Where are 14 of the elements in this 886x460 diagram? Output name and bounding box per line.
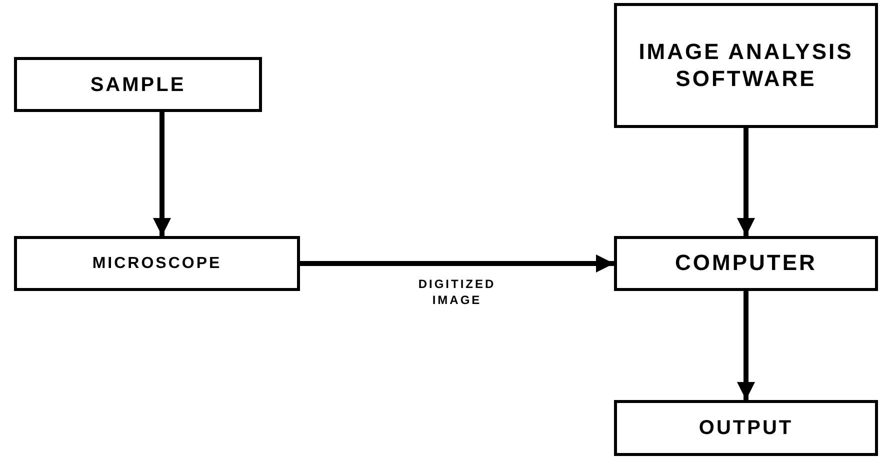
box-label: SAMPLE [90, 72, 186, 96]
arrow [737, 128, 755, 236]
process-box [614, 3, 878, 128]
box-label: MICROSCOPE [92, 254, 222, 274]
box-label: OUTPUT [698, 416, 794, 440]
process-box [614, 400, 878, 456]
arrow [300, 254, 614, 272]
box-label: IMAGE ANALYSIS SOFTWARE [638, 39, 854, 92]
arrow [153, 112, 171, 236]
process-box [14, 57, 262, 112]
arrow [737, 291, 755, 400]
box-label: COMPUTER [675, 250, 817, 277]
process-box [14, 236, 300, 291]
process-box [614, 236, 878, 291]
